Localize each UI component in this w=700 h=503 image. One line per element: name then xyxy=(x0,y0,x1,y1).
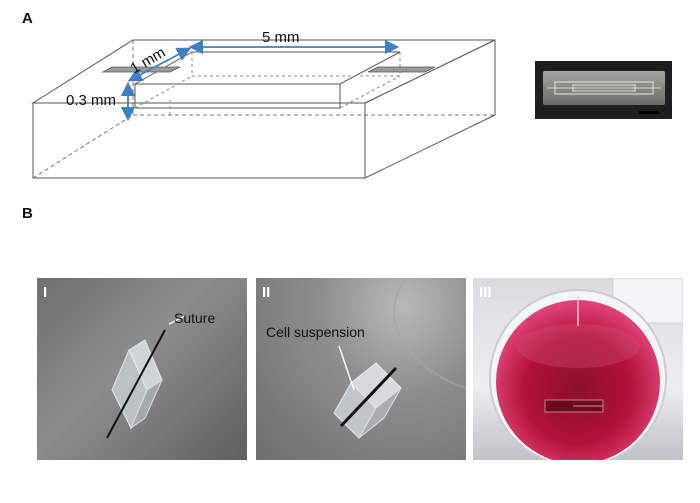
suture-annotation: Suture xyxy=(174,310,216,326)
cell-suspension-annotation: Cell suspension xyxy=(266,324,365,340)
photo-III-drawing xyxy=(489,278,683,460)
width-dimension-label: 5 mm xyxy=(262,29,300,46)
depth-dimension-arrow xyxy=(127,47,192,82)
depth-dimension-label: 1 mm xyxy=(128,44,169,77)
photo-I-drawing xyxy=(106,315,186,439)
suture-pointer xyxy=(168,315,186,325)
chip-schematic: 5 mm 1 mm 0.3 mm xyxy=(31,29,496,179)
photo-I-label: I xyxy=(43,284,48,301)
block-front-face xyxy=(32,102,366,179)
scale-bar xyxy=(639,111,659,114)
photo-I: I Suture xyxy=(37,278,247,460)
panel-letter-b: B xyxy=(22,205,33,222)
panel-letter-a: A xyxy=(22,10,33,27)
height-dimension-label: 0.3 mm xyxy=(66,92,116,109)
photo-II-label: II xyxy=(262,284,271,301)
photo-III: III xyxy=(473,278,683,460)
photo-II-drawing xyxy=(333,278,466,439)
photo-III-label: III xyxy=(479,284,492,301)
photo-II: II Cell suspension xyxy=(256,278,466,460)
cell-suspension-pointer xyxy=(338,345,355,391)
chip-photo xyxy=(535,61,672,119)
right-tab xyxy=(367,66,436,73)
chip-photo-drawing xyxy=(535,61,672,119)
block-right-face xyxy=(364,39,496,179)
